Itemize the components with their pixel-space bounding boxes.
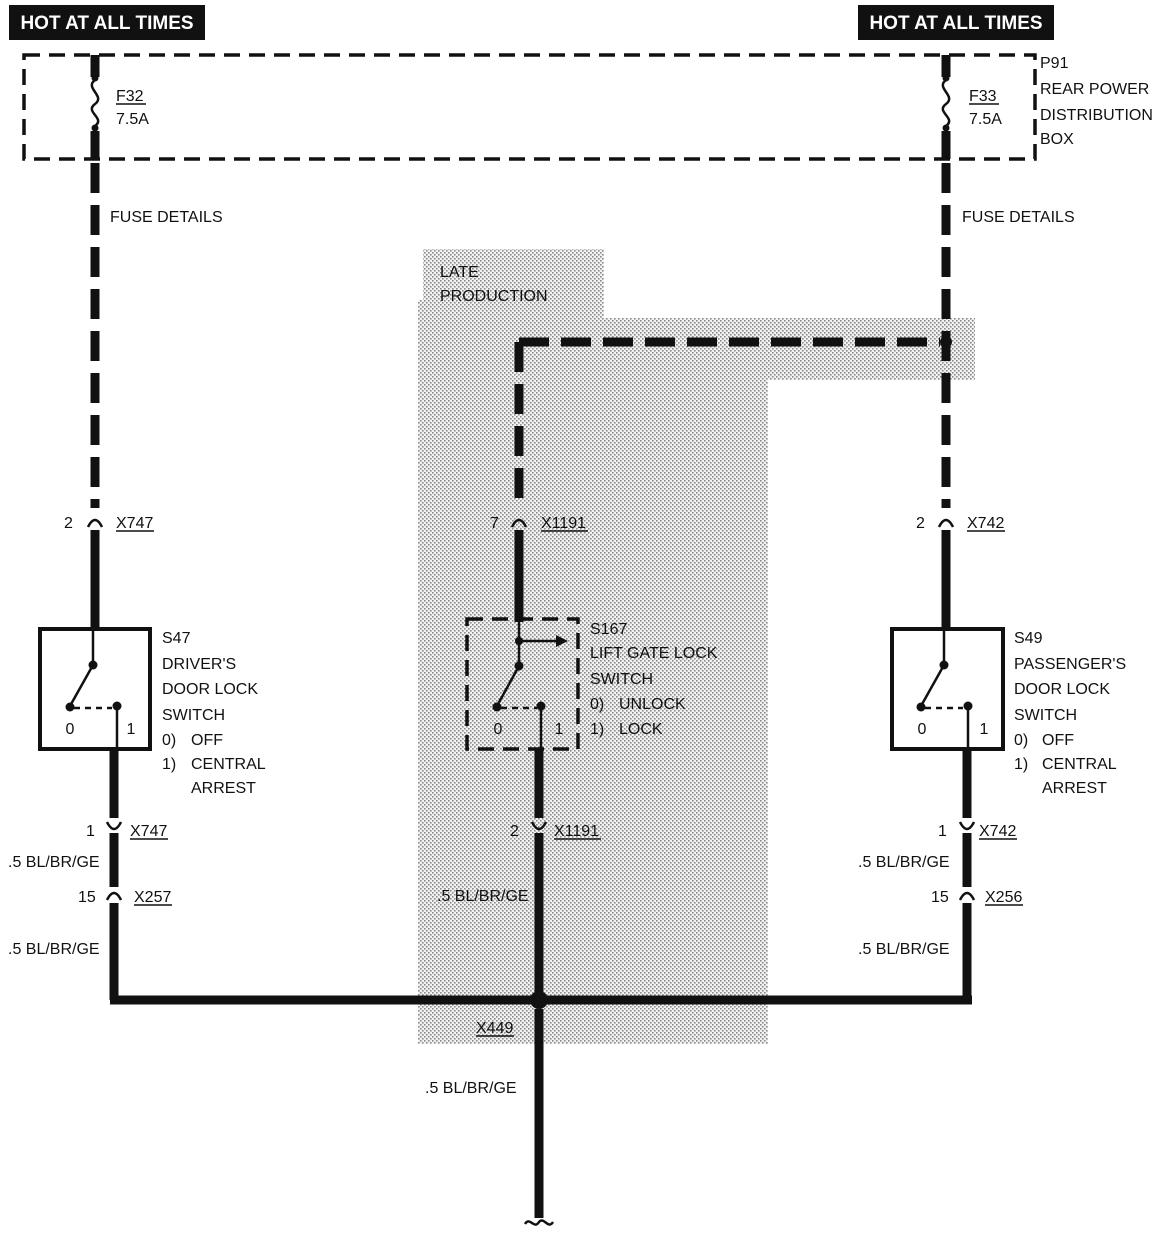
svg-text:OFF: OFF (1042, 732, 1074, 749)
svg-text:SWITCH: SWITCH (590, 671, 653, 688)
svg-text:.5 BL/BR/GE: .5 BL/BR/GE (8, 854, 100, 871)
switch-s167: 0 1 S167 LIFT GATE LOCK SWITCH 0) UNLOCK… (465, 617, 718, 751)
fuse-f32-name: F32 (116, 88, 144, 105)
left-lower-circuit: 1 X747 .5 BL/BR/GE 15 X257 .5 BL/BR/GE (8, 749, 172, 1000)
svg-text:UNLOCK: UNLOCK (619, 696, 686, 713)
svg-text:P91: P91 (1040, 55, 1069, 72)
fuse-details-left: FUSE DETAILS (110, 209, 223, 226)
svg-text:15: 15 (931, 889, 949, 906)
svg-text:1: 1 (555, 721, 564, 738)
svg-text:2: 2 (510, 823, 519, 840)
svg-text:15: 15 (78, 889, 96, 906)
svg-text:CENTRAL: CENTRAL (191, 756, 266, 773)
svg-text:DISTRIBUTION: DISTRIBUTION (1040, 107, 1153, 124)
svg-text:HOT AT ALL TIMES: HOT AT ALL TIMES (869, 13, 1042, 34)
switch-s47: 0 1 S47 DRIVER'S DOOR LOCK SWITCH 0) OFF… (38, 627, 266, 797)
svg-text:.5 BL/BR/GE: .5 BL/BR/GE (425, 1080, 517, 1097)
svg-text:7: 7 (490, 515, 499, 532)
svg-text:S47: S47 (162, 630, 191, 647)
svg-text:SWITCH: SWITCH (162, 707, 225, 724)
svg-text:2: 2 (916, 515, 925, 532)
svg-text:.5 BL/BR/GE: .5 BL/BR/GE (858, 854, 950, 871)
svg-text:.5 BL/BR/GE: .5 BL/BR/GE (858, 941, 950, 958)
svg-text:0: 0 (494, 721, 503, 738)
svg-text:0: 0 (66, 721, 75, 738)
svg-text:X257: X257 (134, 889, 171, 906)
svg-text:1): 1) (1014, 756, 1028, 773)
right-lower-circuit: 1 X742 .5 BL/BR/GE 15 X256 .5 BL/BR/GE (858, 749, 1023, 1004)
svg-text:BOX: BOX (1040, 131, 1074, 148)
fuse-f33-rating: 7.5A (969, 111, 1002, 128)
svg-text:X747: X747 (130, 823, 167, 840)
late-production-region (418, 249, 975, 1044)
svg-text:X742: X742 (967, 515, 1004, 532)
center-circuit: 7 X1191 (490, 336, 952, 622)
fuse-details-right: FUSE DETAILS (962, 209, 1075, 226)
svg-text:1): 1) (162, 756, 176, 773)
left-circuit: 2 X747 (64, 163, 154, 628)
svg-text:DOOR LOCK: DOOR LOCK (1014, 681, 1110, 698)
svg-text:.5 BL/BR/GE: .5 BL/BR/GE (437, 888, 529, 905)
svg-text:X742: X742 (979, 823, 1016, 840)
svg-text:1: 1 (980, 721, 989, 738)
svg-text:OFF: OFF (191, 732, 223, 749)
svg-text:1: 1 (938, 823, 947, 840)
svg-text:LOCK: LOCK (619, 721, 663, 738)
svg-text:S167: S167 (590, 621, 627, 638)
svg-text:PASSENGER'S: PASSENGER'S (1014, 656, 1126, 673)
svg-text:X1191: X1191 (554, 823, 599, 840)
svg-text:ARREST: ARREST (191, 780, 256, 797)
svg-text:DRIVER'S: DRIVER'S (162, 656, 236, 673)
svg-text:0): 0) (162, 732, 176, 749)
svg-text:0): 0) (590, 696, 604, 713)
svg-text:X1191: X1191 (541, 515, 586, 532)
fuse-f32-rating: 7.5A (116, 111, 149, 128)
svg-text:ARREST: ARREST (1042, 780, 1107, 797)
hot-at-all-times-banner-left: HOT AT ALL TIMES (9, 5, 205, 40)
svg-text:1: 1 (127, 721, 136, 738)
svg-text:REAR POWER: REAR POWER (1040, 81, 1149, 98)
svg-text:CENTRAL: CENTRAL (1042, 756, 1117, 773)
svg-text:0: 0 (918, 721, 927, 738)
svg-text:0): 0) (1014, 732, 1028, 749)
svg-text:S49: S49 (1014, 630, 1043, 647)
svg-text:DOOR LOCK: DOOR LOCK (162, 681, 258, 698)
distribution-box-outline (22, 53, 1037, 161)
svg-text:.5 BL/BR/GE: .5 BL/BR/GE (8, 941, 100, 958)
svg-text:HOT AT ALL TIMES: HOT AT ALL TIMES (20, 13, 193, 34)
right-circuit: 2 X742 (916, 163, 1005, 628)
svg-text:1: 1 (86, 823, 95, 840)
svg-text:X256: X256 (985, 889, 1022, 906)
hot-at-all-times-banner-right: HOT AT ALL TIMES (858, 5, 1054, 40)
fuse-f32: F32 7.5A (90, 55, 149, 159)
svg-text:2: 2 (64, 515, 73, 532)
svg-text:1): 1) (590, 721, 604, 738)
late-production-label-1: LATE (440, 264, 479, 281)
fuse-f33-name: F33 (969, 88, 997, 105)
svg-text:LIFT GATE LOCK: LIFT GATE LOCK (590, 645, 718, 662)
svg-text:SWITCH: SWITCH (1014, 707, 1077, 724)
late-production-label-2: PRODUCTION (440, 288, 548, 305)
svg-text:X747: X747 (116, 515, 153, 532)
switch-s49: 0 1 S49 PASSENGER'S DOOR LOCK SWITCH 0) … (890, 627, 1126, 797)
distribution-box-label: P91 REAR POWER DISTRIBUTION BOX (1040, 55, 1153, 148)
connector-x449-label: X449 (476, 1020, 513, 1037)
fuse-f33: F33 7.5A (941, 55, 1002, 159)
